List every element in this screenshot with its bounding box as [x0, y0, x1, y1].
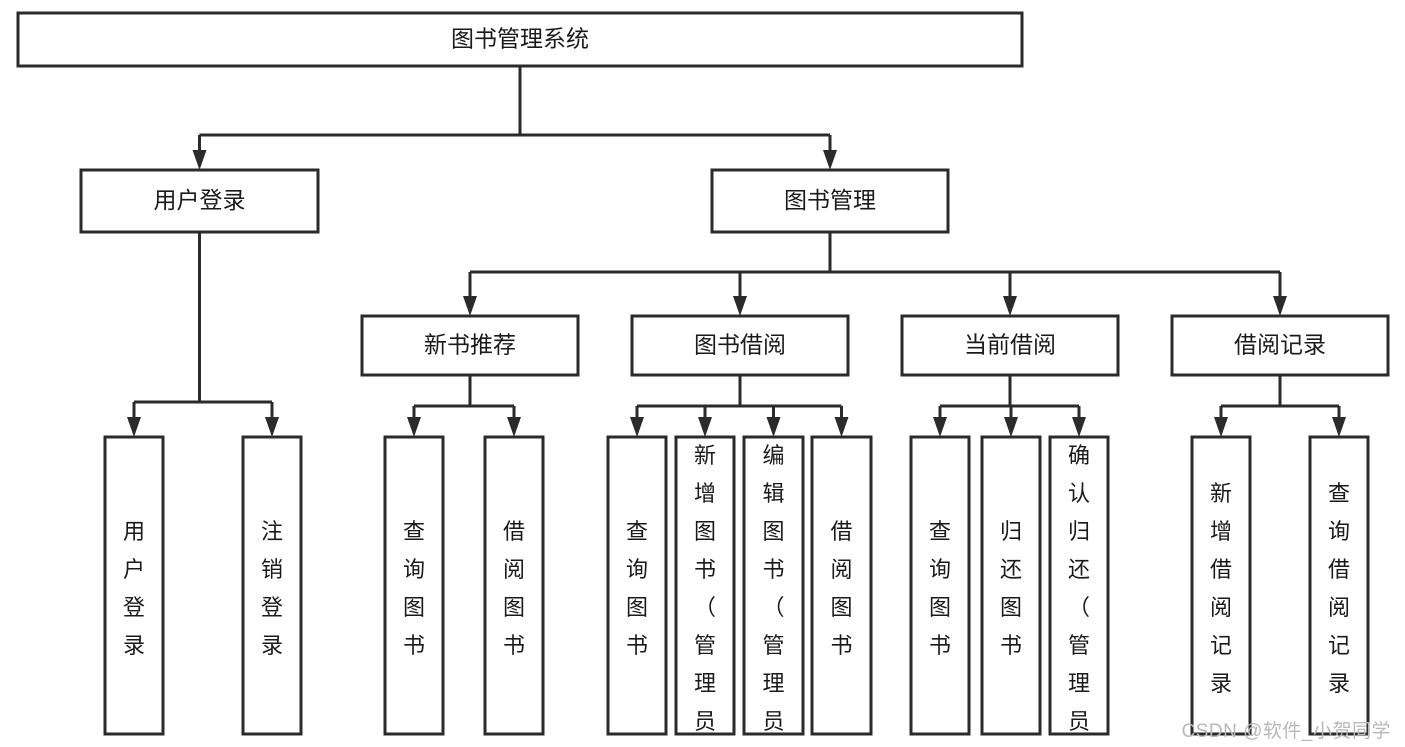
node-borrow[interactable]: 图书借阅: [630, 314, 850, 377]
node-box: [1170, 314, 1390, 377]
arrow-head-icon: [823, 150, 837, 170]
node-label: 新增借阅记录: [1210, 481, 1232, 696]
arrow-head-icon: [1273, 296, 1287, 316]
node-records[interactable]: 借阅记录: [1170, 314, 1390, 377]
node-box: [710, 168, 950, 234]
arrow-head-icon: [630, 417, 644, 437]
node-label: 新增图书（管理员）: [694, 443, 716, 747]
node-label: 归还图书: [1000, 519, 1022, 658]
arrow-head-icon: [1214, 417, 1228, 437]
arrow-head-icon: [127, 417, 141, 437]
node-l-borrow1[interactable]: 借阅图书: [483, 435, 545, 736]
node-l-query2[interactable]: 查询图书: [606, 435, 668, 736]
edges-layer: [127, 66, 1346, 437]
arrow-head-icon: [834, 417, 849, 437]
node-label: 用户登录: [154, 187, 246, 213]
arrow-head-icon: [733, 296, 747, 316]
node-label: 图书管理: [784, 187, 876, 213]
edge-group-borrow: [630, 375, 849, 437]
node-label: 查询图书: [403, 519, 425, 658]
node-box: [674, 435, 736, 736]
edge-group-records: [1214, 375, 1346, 437]
node-box: [79, 168, 320, 234]
node-l-queryrec[interactable]: 查询借阅记录: [1308, 435, 1370, 736]
node-label: 确认归还（管理员）: [1068, 443, 1090, 747]
arrow-head-icon: [933, 417, 947, 437]
edge-group-login: [127, 232, 279, 437]
edge-group-root: [192, 66, 837, 170]
edge-group-newbook: [407, 375, 521, 437]
node-label: 借阅图书: [830, 519, 852, 658]
node-label: 注销登录: [261, 519, 283, 658]
arrow-head-icon: [463, 296, 477, 316]
node-l-add[interactable]: 新增图书（管理员）: [674, 435, 736, 747]
node-bookmgmt[interactable]: 图书管理: [710, 168, 950, 234]
node-box: [630, 314, 850, 377]
arrow-head-icon: [265, 417, 279, 437]
arrow-head-icon: [1003, 296, 1017, 316]
arrow-head-icon: [192, 150, 207, 170]
node-l-logout[interactable]: 注销登录: [241, 435, 303, 736]
node-label: 图书管理系统: [451, 26, 589, 52]
node-box: [742, 435, 805, 736]
node-box: [483, 435, 545, 736]
node-l-return[interactable]: 归还图书: [980, 435, 1042, 736]
node-label: 借阅记录: [1234, 332, 1326, 358]
arrow-head-icon: [698, 417, 712, 437]
arrow-head-icon: [1004, 417, 1018, 437]
node-box: [810, 435, 873, 736]
node-box: [1048, 435, 1110, 736]
node-box: [383, 435, 445, 736]
node-label: 查询借阅记录: [1328, 481, 1350, 696]
node-label: 查询图书: [626, 519, 648, 658]
node-box: [241, 435, 303, 736]
node-label: 编辑图书（管理员）: [762, 443, 784, 747]
node-l-login[interactable]: 用户登录: [103, 435, 165, 736]
node-box: [103, 435, 165, 736]
node-box: [900, 314, 1120, 377]
node-box: [606, 435, 668, 736]
node-box: [980, 435, 1042, 736]
node-label: 新书推荐: [424, 332, 516, 358]
node-newbook[interactable]: 新书推荐: [360, 314, 580, 377]
edge-group-current: [933, 375, 1086, 437]
node-box: [909, 435, 971, 736]
node-label: 当前借阅: [964, 332, 1056, 358]
node-label: 图书借阅: [694, 332, 786, 358]
node-box: [1308, 435, 1370, 736]
arrow-head-icon: [407, 417, 421, 437]
nodes-layer: 图书管理系统用户登录图书管理新书推荐图书借阅当前借阅借阅记录用户登录注销登录查询…: [16, 11, 1390, 747]
arrow-head-icon: [1072, 417, 1086, 437]
node-label: 查询图书: [929, 519, 951, 658]
node-l-query3[interactable]: 查询图书: [909, 435, 971, 736]
node-label: 用户登录: [123, 519, 145, 658]
node-l-addrec[interactable]: 新增借阅记录: [1190, 435, 1252, 736]
arrow-head-icon: [1332, 417, 1346, 437]
arrow-head-icon: [766, 417, 781, 437]
node-box: [360, 314, 580, 377]
node-l-query1[interactable]: 查询图书: [383, 435, 445, 736]
node-box: [16, 11, 1024, 68]
node-l-confirm[interactable]: 确认归还（管理员）: [1048, 435, 1110, 747]
node-l-edit[interactable]: 编辑图书（管理员）: [742, 435, 805, 747]
node-box: [1190, 435, 1252, 736]
node-current[interactable]: 当前借阅: [900, 314, 1120, 377]
node-root[interactable]: 图书管理系统: [16, 11, 1024, 68]
edge-group-bookmgmt: [463, 232, 1287, 316]
node-label: 借阅图书: [503, 519, 525, 658]
node-login[interactable]: 用户登录: [79, 168, 320, 234]
arrow-head-icon: [507, 417, 521, 437]
node-l-borrow2[interactable]: 借阅图书: [810, 435, 873, 736]
